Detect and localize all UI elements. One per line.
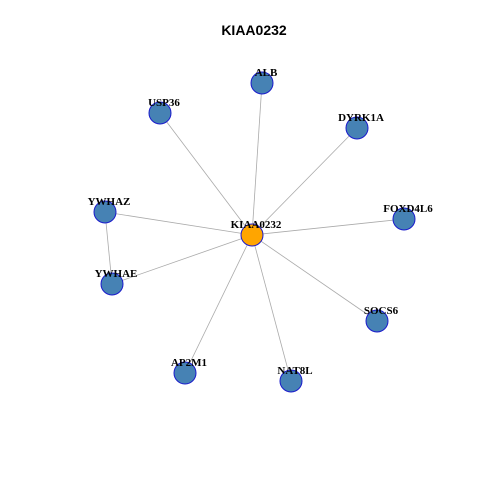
node-label-kiaa0232: KIAA0232 xyxy=(231,219,282,231)
node-label-usp36: USP36 xyxy=(148,97,180,109)
node-ywhaz xyxy=(93,200,117,224)
node-dyrk1a xyxy=(345,116,369,140)
node-kiaa0232 xyxy=(240,223,264,247)
node-ap2m1 xyxy=(173,361,197,385)
node-label-foxd4l6: FOXD4L6 xyxy=(383,203,433,215)
edge-kiaa0232-ap2m1 xyxy=(184,234,253,374)
node-label-socs6: SOCS6 xyxy=(364,305,399,317)
node-label-ywhaz: YWHAZ xyxy=(88,196,131,208)
nodes-layer xyxy=(93,71,416,393)
edge-kiaa0232-dyrk1a xyxy=(251,127,358,236)
node-ywhae xyxy=(100,272,124,296)
node-label-nat8l: NAT8L xyxy=(277,365,312,377)
node-label-alb: ALB xyxy=(255,67,278,79)
node-nat8l xyxy=(279,369,303,393)
edge-kiaa0232-usp36 xyxy=(159,112,253,236)
node-alb xyxy=(250,71,274,95)
edge-ywhaz-ywhae xyxy=(104,211,113,285)
edge-kiaa0232-alb xyxy=(251,82,263,236)
edge-kiaa0232-socs6 xyxy=(251,234,378,322)
edge-kiaa0232-ywhaz xyxy=(104,211,253,236)
node-label-ap2m1: AP2M1 xyxy=(171,357,207,369)
node-usp36 xyxy=(148,101,172,125)
node-foxd4l6 xyxy=(392,207,416,231)
edge-kiaa0232-ywhae xyxy=(111,234,253,285)
graph-title: KIAA0232 xyxy=(221,22,287,38)
node-socs6 xyxy=(365,309,389,333)
node-label-ywhae: YWHAE xyxy=(95,268,138,280)
edges-layer xyxy=(104,82,405,382)
node-label-dyrk1a: DYRK1A xyxy=(338,112,384,124)
edge-kiaa0232-nat8l xyxy=(251,234,292,382)
edge-kiaa0232-foxd4l6 xyxy=(251,218,405,236)
